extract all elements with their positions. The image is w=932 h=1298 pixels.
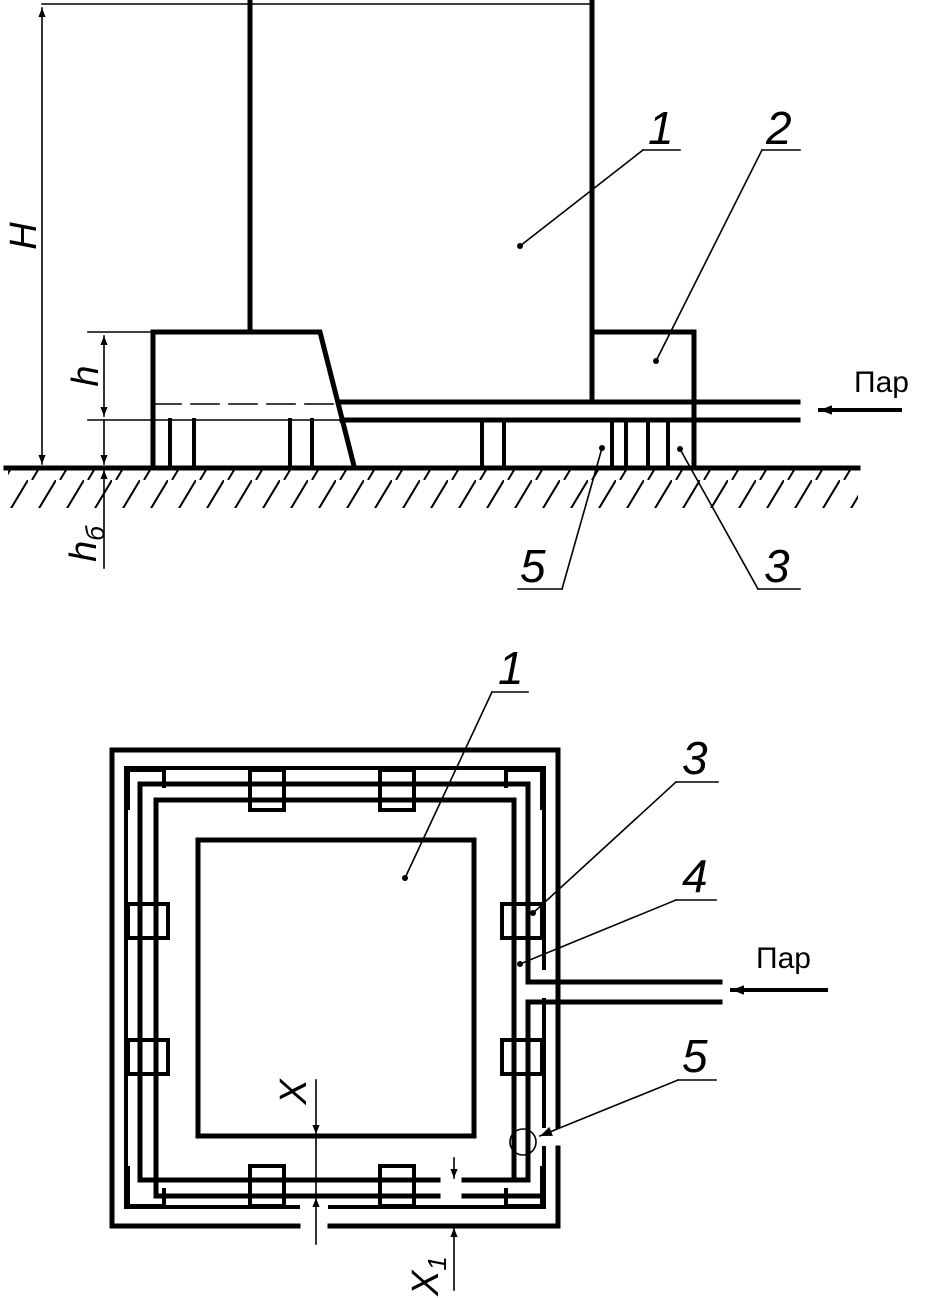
ground-hatching	[8, 470, 858, 508]
dimension-X1-subscript: 1	[422, 1256, 452, 1270]
drain-marker-plan	[509, 1128, 537, 1156]
steam-label-plan: Пар	[756, 942, 811, 975]
steam-label-elevation: Пар	[854, 366, 909, 399]
callout-3-plan-label: 3	[682, 732, 708, 784]
dimension-h-b: hб	[63, 419, 110, 569]
callout-4-plan-label: 4	[682, 850, 708, 902]
dimension-X1-label: X	[405, 1269, 447, 1297]
steam-inlet-elevation: Пар	[818, 366, 909, 415]
callout-5-plan: 5	[538, 1030, 717, 1138]
callout-3-elevation: 3	[677, 446, 801, 592]
pipe-supports-plan	[126, 768, 544, 1208]
dimension-h-b-subscript: б	[80, 525, 110, 541]
steam-inlet-pipe-plan	[525, 979, 723, 1005]
outer-wall-plan	[109, 747, 561, 1229]
box-2-elevation	[589, 329, 697, 469]
inner-wall-plan	[124, 766, 546, 1209]
svg-text:X1: X1	[405, 1256, 452, 1297]
callout-4-plan: 4	[517, 850, 717, 967]
callout-5-elevation: 5	[517, 445, 605, 592]
callout-5-elevation-label: 5	[520, 540, 546, 592]
plan-view: X X1 Пар 1 3	[109, 642, 828, 1297]
elevation-view: H h hб Пар 1	[3, 0, 909, 592]
dimension-H-label: H	[3, 222, 45, 250]
chamber-plan	[195, 837, 477, 1139]
callout-2-elevation: 2	[653, 102, 801, 364]
callout-3-plan: 3	[530, 732, 719, 916]
dimension-h-label: h	[65, 365, 107, 386]
dimension-X: X	[273, 1078, 320, 1245]
callout-3-elevation-label: 3	[764, 540, 790, 592]
steam-pipe-elevation	[335, 399, 801, 423]
callout-2-elevation-label: 2	[765, 102, 792, 154]
callout-5-plan-label: 5	[682, 1030, 708, 1082]
dimension-H: H	[3, 3, 251, 465]
dimension-X-label: X	[273, 1078, 315, 1106]
svg-text:hб: hб	[63, 525, 110, 562]
dimension-h: h	[65, 331, 154, 421]
callout-1-elevation: 1	[517, 102, 681, 249]
chamber-elevation	[247, 0, 595, 403]
steam-inlet-plan: Пар	[730, 942, 828, 995]
callout-1-plan-label: 1	[498, 642, 524, 694]
dimension-h-b-label: h	[63, 541, 105, 562]
dimension-X1: X1	[405, 1157, 458, 1297]
callout-1-plan: 1	[402, 642, 529, 881]
pipe-supports-elevation	[168, 418, 670, 468]
door-block-elevation	[150, 329, 358, 470]
callout-1-elevation-label: 1	[648, 102, 674, 154]
